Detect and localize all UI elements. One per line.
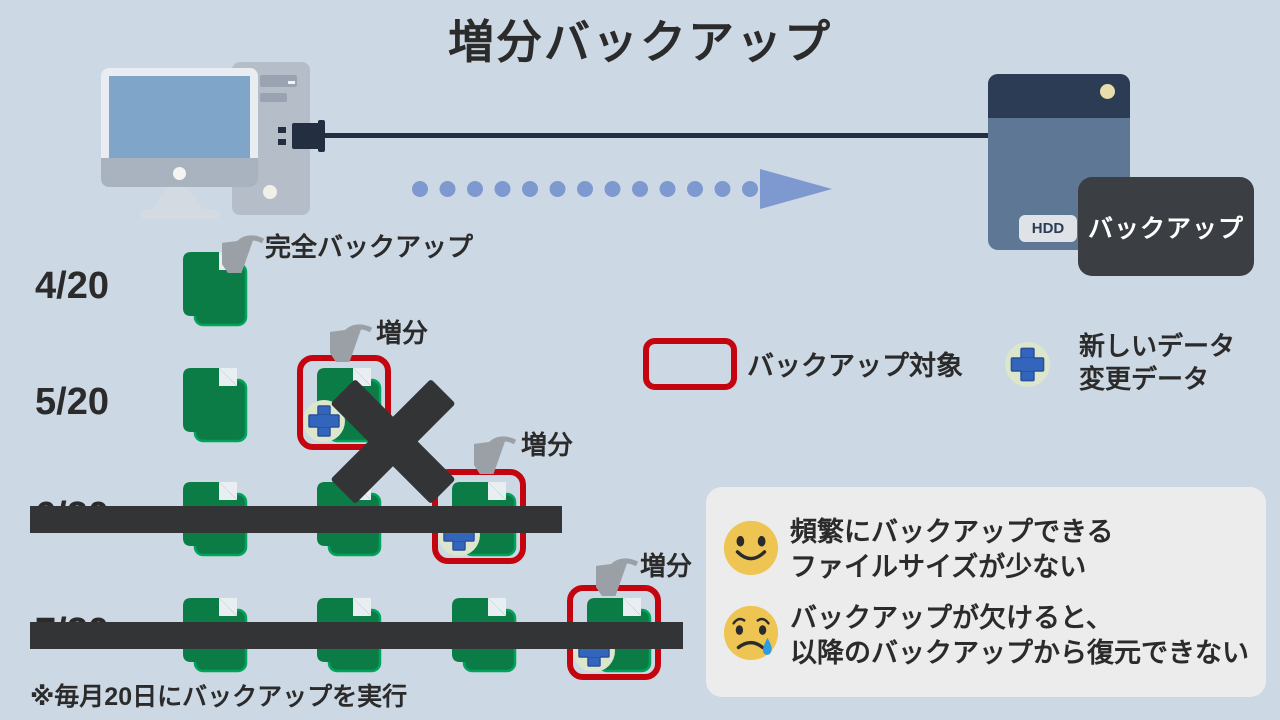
increment-label: 増分 xyxy=(376,318,429,348)
monitor-screen xyxy=(109,76,250,158)
usb-cable xyxy=(322,133,988,138)
monitor-button xyxy=(173,167,186,180)
happy-face-icon xyxy=(723,520,779,576)
backup-label-box: バックアップ xyxy=(1078,177,1254,276)
plus-badge-icon xyxy=(1004,341,1051,388)
new-data-label: 新しいデータ xyxy=(1079,331,1236,361)
pro-text-line1: 頻繁にバックアップできる xyxy=(790,517,1114,547)
curve-arrow-icon xyxy=(330,324,373,362)
pc-power-button xyxy=(263,185,277,199)
strike-bar xyxy=(30,506,562,533)
pro-text-line2: ファイルサイズが少ない xyxy=(790,552,1087,582)
monitor-icon xyxy=(101,68,258,187)
usb-plug-icon xyxy=(292,123,320,149)
curve-arrow-icon xyxy=(222,235,265,273)
data-transfer-arrow-icon xyxy=(412,169,832,209)
footnote: ※毎月20日にバックアップを実行 xyxy=(30,683,408,711)
pros-cons-panel xyxy=(706,487,1266,697)
date-label: 4/20 xyxy=(35,265,109,307)
date-label: 5/20 xyxy=(35,381,109,423)
strike-bar xyxy=(30,622,683,649)
hdd-led xyxy=(1100,84,1115,99)
pc-vent xyxy=(260,93,287,102)
full-backup-label: 完全バックアップ xyxy=(265,232,474,262)
monitor-stand-base xyxy=(140,209,220,219)
increment-label: 増分 xyxy=(640,551,693,581)
page-title: 増分バックアップ xyxy=(448,16,832,68)
pc-vent xyxy=(260,75,297,87)
file-icon xyxy=(183,368,249,444)
usb-plug-tip xyxy=(318,120,325,152)
usb-port-icon xyxy=(278,139,286,145)
curve-arrow-icon xyxy=(474,436,517,474)
changed-data-label: 変更データ xyxy=(1079,364,1210,394)
hdd-label: HDD xyxy=(1019,215,1077,242)
increment-label: 増分 xyxy=(521,430,574,460)
con-text-line2: 以降のバックアップから復元できない xyxy=(790,638,1249,668)
pc-vent-dash xyxy=(288,81,295,84)
backup-target-label: バックアップ対象 xyxy=(747,351,963,381)
backup-target-legend-box xyxy=(643,338,737,390)
sad-face-icon xyxy=(723,605,779,661)
curve-arrow-icon xyxy=(596,558,639,596)
con-text-line1: バックアップが欠けると、 xyxy=(790,603,1113,633)
usb-port-icon xyxy=(278,127,286,133)
